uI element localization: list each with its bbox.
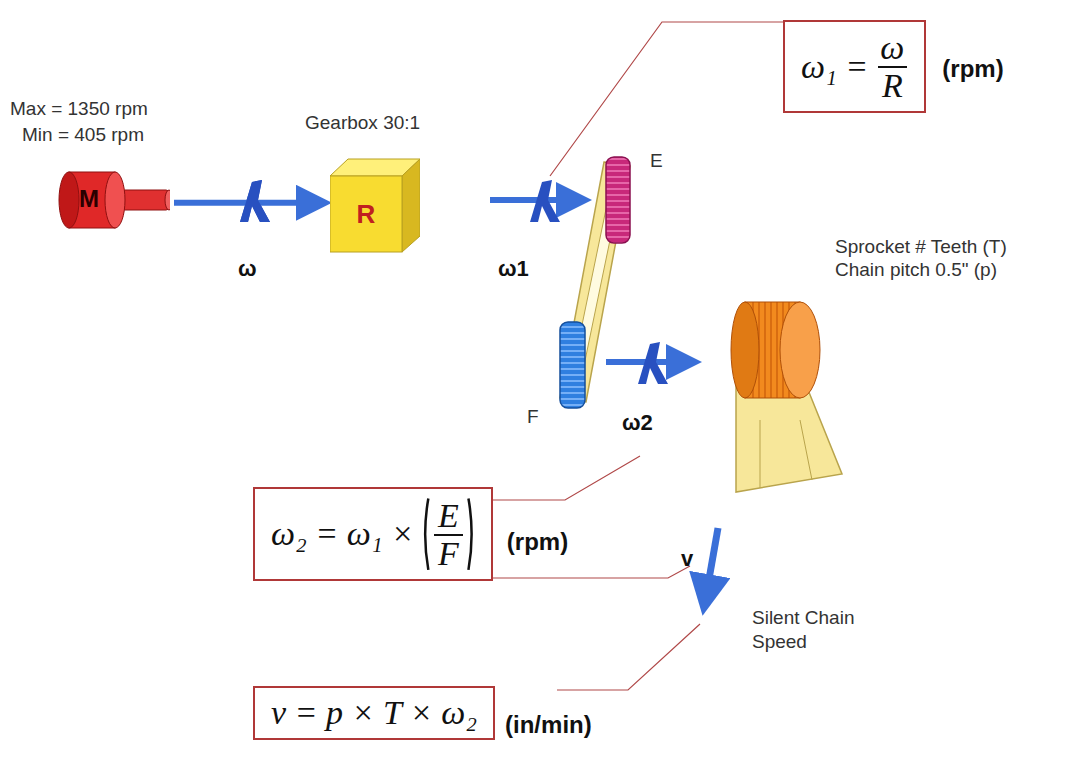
rotation-symbol xyxy=(240,180,668,384)
motor-label: M xyxy=(79,185,99,213)
label-text: Gearbox 30:1 xyxy=(305,112,420,134)
label-text: Max = 1350 rpm xyxy=(10,98,148,120)
motor-shape xyxy=(55,170,170,230)
label-text: E xyxy=(650,150,663,172)
label-text: Silent Chain Speed xyxy=(752,606,902,654)
motor: M xyxy=(55,170,170,230)
label-text: Min = 405 rpm xyxy=(22,124,144,146)
label-text: ω1 xyxy=(498,256,529,282)
shaft-arrow xyxy=(490,200,718,602)
sprocket-f xyxy=(560,322,585,408)
fraction: EF xyxy=(434,498,463,571)
label-text: F xyxy=(527,406,539,428)
label-text: ω xyxy=(238,256,257,282)
label-text: Sprocket # Teeth (T) xyxy=(835,236,1007,258)
rotation-symbol xyxy=(240,180,270,222)
label-text: ω2 xyxy=(622,410,653,436)
gearbox-label: R xyxy=(357,199,376,230)
unit-label: (rpm) xyxy=(507,528,568,556)
leader-line xyxy=(470,22,783,690)
formula-box: ω₂ = ω₁ ×EF(rpm) xyxy=(253,487,493,581)
denominator: R xyxy=(878,66,907,104)
numerator: E xyxy=(434,498,463,534)
unit-label: (in/min) xyxy=(505,711,592,739)
fraction: ωR xyxy=(876,30,908,103)
numerator: ω xyxy=(876,30,908,66)
formula-text: ω₂ = ω₁ × xyxy=(271,515,414,553)
chain-edge xyxy=(760,420,761,488)
sprocket-e xyxy=(606,157,630,243)
denominator: F xyxy=(434,534,463,572)
chain-edge xyxy=(800,420,812,480)
formula-box: ω₁ =ωR(rpm) xyxy=(783,20,926,113)
unit-label: (rpm) xyxy=(942,55,1003,83)
formula-text: ω₁ = xyxy=(801,48,868,86)
formula-text: v = p × T × ω₂ xyxy=(271,694,477,732)
paren-group: EF xyxy=(422,497,475,571)
gearbox: R xyxy=(330,158,420,253)
drum-sprocket xyxy=(731,302,820,398)
label-text: v xyxy=(681,546,693,572)
formula-box: v = p × T × ω₂(in/min) xyxy=(253,686,495,740)
label-text: Chain pitch 0.5" (p) xyxy=(835,259,997,281)
